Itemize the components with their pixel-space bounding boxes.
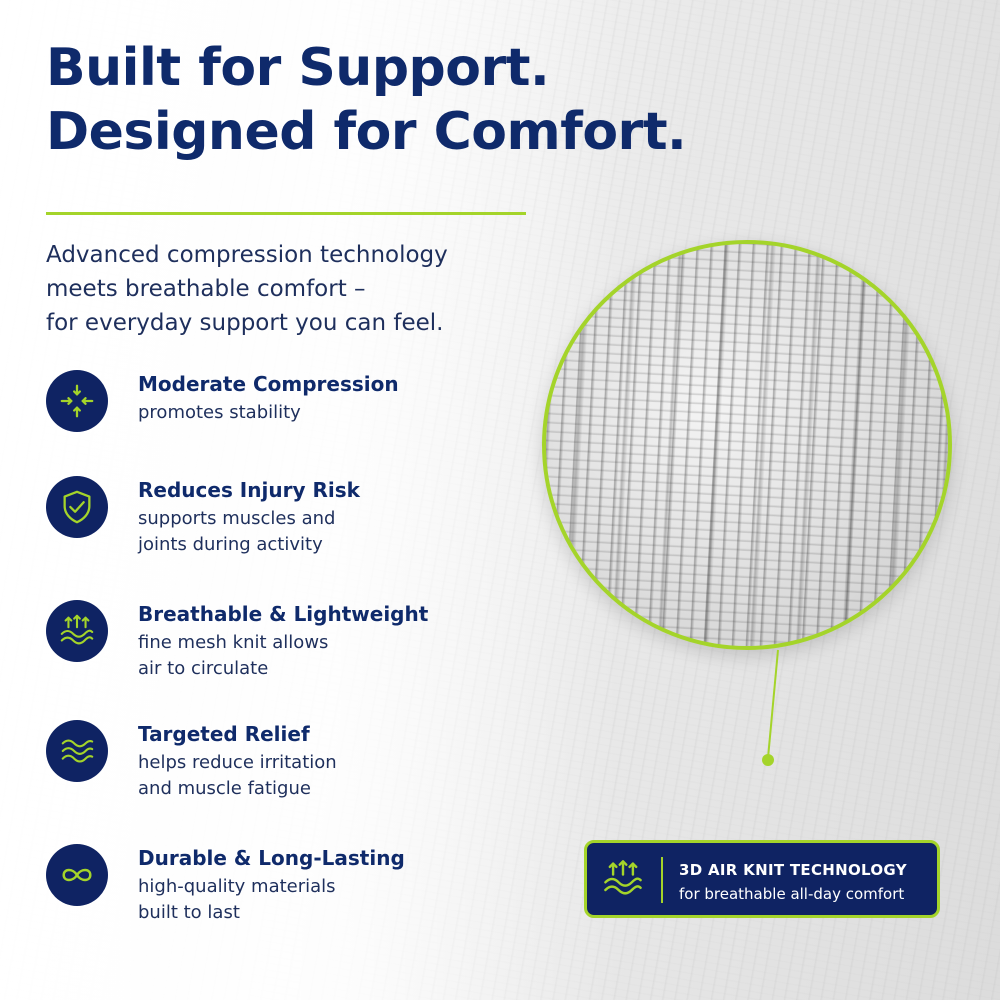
- fabric-knit-texture: [546, 244, 948, 646]
- feature-title: Reduces Injury Risk: [138, 478, 360, 502]
- fabric-magnifier-circle: [542, 240, 952, 650]
- feature-description: promotes stability: [138, 400, 301, 426]
- relief-waves-icon: [46, 720, 108, 782]
- feature-description-line: high-quality materials: [138, 876, 336, 897]
- headline: Built for Support. Designed for Comfort.: [46, 36, 687, 164]
- airflow-waves-icon: [604, 860, 642, 895]
- feature-targeted-relief: Targeted Relief helps reduce irritation …: [46, 720, 516, 800]
- feature-description: supports muscles and joints during activ…: [138, 506, 335, 558]
- airflow-waves-icon: [46, 600, 108, 662]
- feature-description-line: built to last: [138, 902, 240, 923]
- intro-line-1: Advanced compression technology: [46, 242, 448, 268]
- feature-moderate-compression: Moderate Compression promotes stability: [46, 370, 516, 450]
- badge-divider: [661, 857, 663, 903]
- feature-reduces-injury-risk: Reduces Injury Risk supports muscles and…: [46, 476, 516, 556]
- feature-description-line: air to circulate: [138, 658, 269, 679]
- feature-title: Targeted Relief: [138, 722, 310, 746]
- feature-description-line: supports muscles and: [138, 508, 336, 529]
- intro-line-3: for everyday support you can feel.: [46, 310, 444, 336]
- feature-durable-long-lasting: Durable & Long-Lasting high-quality mate…: [46, 844, 516, 924]
- feature-description: high-quality materials built to last: [138, 874, 336, 926]
- badge-title: 3D AIR KNIT TECHNOLOGY: [679, 861, 907, 879]
- infinity-icon: [46, 844, 108, 906]
- feature-description-line: and muscle fatigue: [138, 778, 311, 799]
- intro-text: Advanced compression technology meets br…: [46, 238, 566, 340]
- feature-description: helps reduce irritation and muscle fatig…: [138, 750, 337, 802]
- headline-line-2: Designed for Comfort.: [46, 102, 687, 162]
- feature-description-line: helps reduce irritation: [138, 752, 337, 773]
- accent-divider: [46, 212, 526, 215]
- feature-title: Durable & Long-Lasting: [138, 846, 405, 870]
- feature-breathable-lightweight: Breathable & Lightweight fine mesh knit …: [46, 600, 516, 680]
- badge-subtitle: for breathable all-day comfort: [679, 885, 905, 903]
- headline-line-1: Built for Support.: [46, 38, 550, 98]
- feature-description-line: joints during activity: [138, 534, 323, 555]
- shield-check-icon: [46, 476, 108, 538]
- feature-description-line: promotes stability: [138, 402, 301, 423]
- intro-line-2: meets breathable comfort –: [46, 276, 366, 302]
- feature-description: fine mesh knit allows air to circulate: [138, 630, 328, 682]
- feature-description-line: fine mesh knit allows: [138, 632, 329, 653]
- feature-title: Breathable & Lightweight: [138, 602, 429, 626]
- feature-title: Moderate Compression: [138, 372, 399, 396]
- compression-arrows-icon: [46, 370, 108, 432]
- air-knit-technology-badge: 3D AIR KNIT TECHNOLOGY for breathable al…: [584, 840, 940, 918]
